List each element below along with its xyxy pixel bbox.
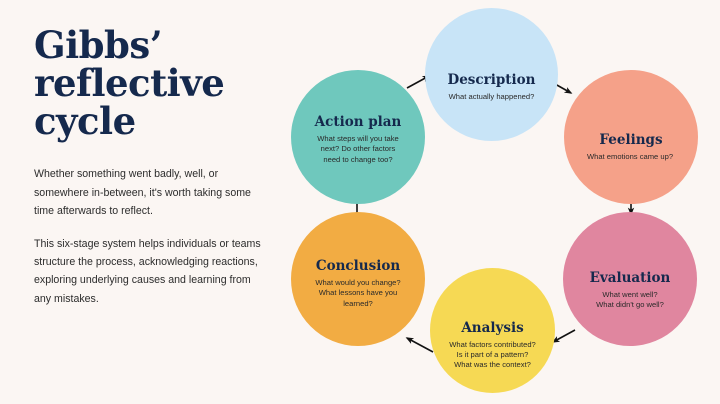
cycle-node-action-plan-label: Action plan bbox=[314, 114, 402, 131]
cycle-node-evaluation[interactable]: Evaluation What went well? What didn't g… bbox=[563, 212, 697, 346]
intro-paragraph-1: Whether something went badly, well, or s… bbox=[34, 168, 251, 217]
cycle-node-action-plan[interactable]: Action plan What steps will you take nex… bbox=[291, 70, 425, 204]
intro-paragraph-2: This six-stage system helps individuals … bbox=[34, 237, 261, 305]
cycle-node-analysis-label: Analysis bbox=[461, 319, 524, 336]
cycle-node-feelings-prompt: What emotions came up? bbox=[586, 152, 674, 162]
cycle-node-action-plan-prompt: What steps will you take next? Do other … bbox=[317, 134, 399, 164]
cycle-node-feelings-label: Feelings bbox=[599, 132, 663, 149]
cycle-node-description[interactable]: Description What actually happened? bbox=[425, 8, 558, 141]
cycle-node-analysis-prompt: What factors contributed? Is it part of … bbox=[449, 339, 536, 370]
arrow-analysis-to-conclusion bbox=[405, 337, 434, 353]
cycle-node-evaluation-label: Evaluation bbox=[589, 270, 671, 287]
page-title: Gibbs’ reflective cycle bbox=[34, 23, 225, 144]
intro-panel: Gibbs’ reflective cycle Whether somethin… bbox=[34, 26, 270, 308]
cycle-node-analysis[interactable]: Analysis What factors contributed? Is it… bbox=[430, 268, 555, 393]
gibbs-cycle-diagram: Description What actually happened? Feel… bbox=[283, 0, 720, 404]
cycle-node-conclusion-prompt: What would you change? What lessons have… bbox=[315, 278, 401, 308]
arrow-evaluation-to-analysis bbox=[551, 329, 576, 343]
cycle-node-conclusion[interactable]: Conclusion What would you change? What l… bbox=[291, 212, 425, 346]
cycle-node-description-label: Description bbox=[447, 71, 536, 88]
intro-copy: Whether something went badly, well, or s… bbox=[34, 165, 270, 308]
cycle-node-description-prompt: What actually happened? bbox=[448, 91, 535, 101]
cycle-node-evaluation-prompt: What went well? What didn't go well? bbox=[596, 290, 664, 310]
cycle-node-feelings[interactable]: Feelings What emotions came up? bbox=[564, 70, 698, 204]
cycle-node-conclusion-label: Conclusion bbox=[315, 258, 401, 275]
